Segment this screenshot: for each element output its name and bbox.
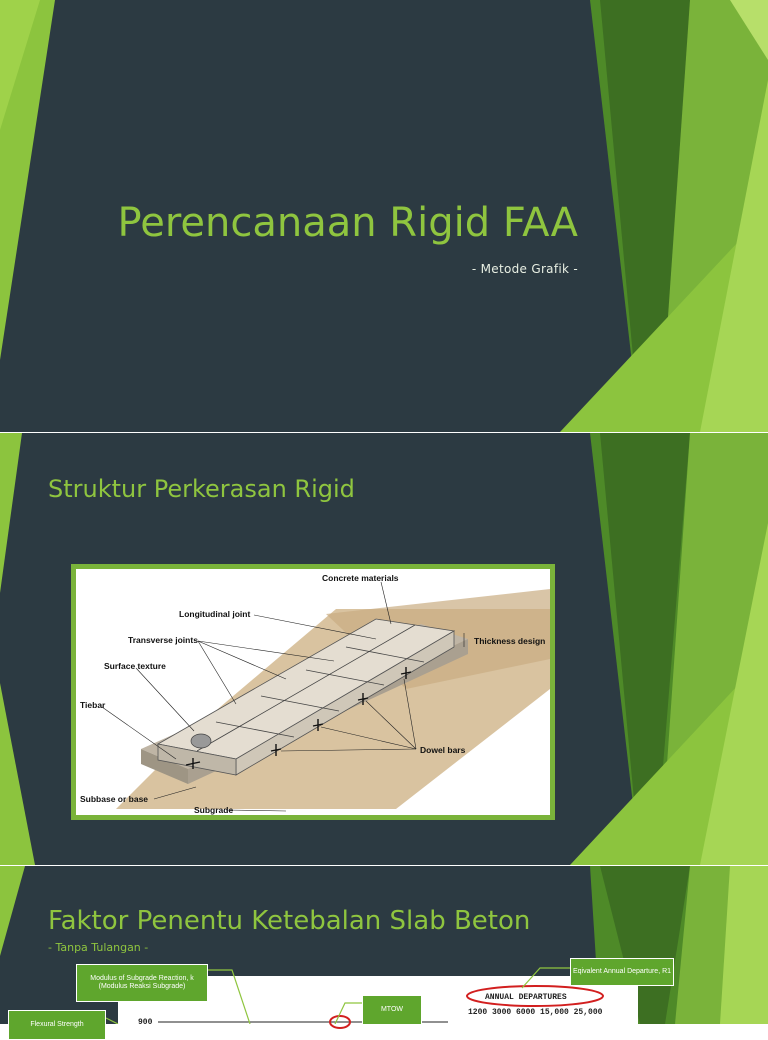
title-slide: Perencanaan Rigid FAA - Metode Grafik - xyxy=(0,0,768,432)
label-subbase-or-base: Subbase or base xyxy=(80,794,148,804)
pavement-illustration: Concrete materials Longitudinal joint Tr… xyxy=(80,573,550,815)
slide-title: Faktor Penentu Ketebalan Slab Beton xyxy=(48,906,531,936)
label-thickness-design: Thickness design xyxy=(474,636,545,646)
modulus-subgrade-box: Modulus of Subgrade Reaction, k (Modulus… xyxy=(76,964,208,1002)
label-concrete-materials: Concrete materials xyxy=(322,573,399,583)
slide-subtitle: - Metode Grafik - xyxy=(471,262,578,276)
slide-background-shapes xyxy=(0,433,768,865)
callout-connectors xyxy=(105,967,570,1024)
label-subgrade: Subgrade xyxy=(194,805,233,815)
slide-background-shapes xyxy=(0,0,768,432)
equivalent-departure-box: Eqivalent Annual Departure, R1 xyxy=(570,958,674,986)
annual-departures-text: ANNUAL DEPARTURES xyxy=(485,993,567,1002)
axis-value-text: 900 xyxy=(138,1018,153,1027)
slide-title: Perencanaan Rigid FAA xyxy=(117,200,578,246)
label-dowel-bars: Dowel bars xyxy=(420,745,466,755)
flexural-strength-box: Flexural Strength xyxy=(8,1010,106,1040)
label-tiebar: Tiebar xyxy=(80,700,106,710)
label-longitudinal-joint: Longitudinal joint xyxy=(179,609,250,619)
label-surface-texture: Surface texture xyxy=(104,661,166,671)
label-transverse-joints: Transverse joints xyxy=(128,635,198,645)
rigid-pavement-diagram: Concrete materials Longitudinal joint Tr… xyxy=(71,564,555,820)
slide-title: Struktur Perkerasan Rigid xyxy=(48,475,355,503)
mtow-box: MTOW xyxy=(362,995,422,1025)
slide-subtitle: - Tanpa Tulangan - xyxy=(48,941,149,954)
departure-values-text: 1200 3000 6000 15,000 25,000 xyxy=(468,1008,603,1017)
